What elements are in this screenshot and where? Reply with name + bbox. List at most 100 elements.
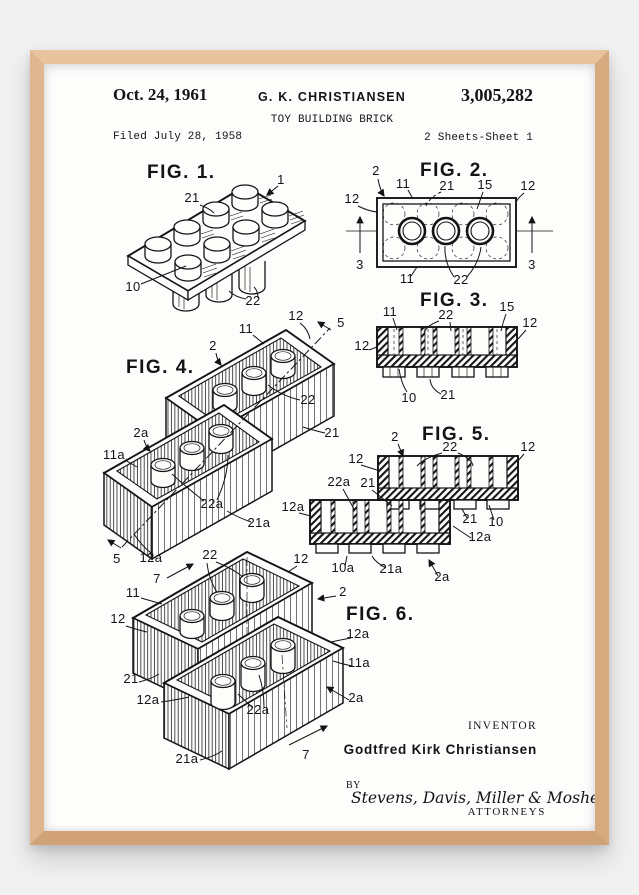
ref-12-right: 12 [520, 178, 535, 193]
fig2-hidden-studs [382, 202, 509, 260]
ref-2: 2 [339, 584, 347, 599]
ref-22: 22 [202, 547, 217, 562]
figure-5: FIG. 5. [282, 424, 536, 584]
ref-2: 2 [391, 429, 399, 444]
ref-12-top: 12 [293, 551, 308, 566]
patent-header: Oct. 24, 1961 G. K. CHRISTIANSEN 3,005,2… [113, 85, 533, 144]
figure-6: FIG. 6. [110, 547, 415, 771]
invention-title: TOY BUILDING BRICK [271, 114, 394, 126]
fig4-lower-brick [102, 403, 274, 561]
figure-1: FIG. 1. [125, 162, 307, 312]
figure-4: FIG. 4. [102, 308, 345, 566]
fig3-studs-below [382, 366, 509, 378]
figure-3: FIG. 3. [354, 290, 537, 405]
fig5-title: FIG. 5. [422, 424, 491, 445]
ref-21a: 21a [380, 561, 403, 576]
ref-21: 21 [324, 425, 339, 440]
fig5-labels: 2 22 12 12 22a 21 12a [282, 429, 536, 584]
patentee-name: G. K. CHRISTIANSEN [258, 90, 406, 104]
ref-12a-right: 12a [469, 529, 492, 544]
ref-11-top: 11 [396, 176, 410, 191]
ref-12a: 12a [140, 550, 163, 565]
ref-22a: 22a [247, 702, 270, 717]
fig2-labels: 2 11 21 15 12 12 11 22 [344, 163, 535, 287]
ref-11: 11 [383, 304, 397, 319]
by-label: BY [346, 780, 361, 791]
patent-date: Oct. 24, 1961 [113, 85, 207, 104]
attorney-signature: Stevens, Davis, Miller & Mosher [351, 789, 595, 807]
fig4-labels: 2 11 12 5 5 22 21 2a 11a [103, 308, 345, 566]
filed-date-line: Filed July 28, 1958 [113, 131, 242, 143]
ref-21a: 21a [248, 515, 271, 530]
fig6-lower-brick [161, 615, 346, 771]
ref-10a: 10a [332, 560, 355, 575]
ref-7-bottom: 7 [302, 747, 310, 762]
fig3-section-view [376, 326, 518, 378]
ref-12: 12 [288, 308, 303, 323]
fig6-lower-tubes [210, 637, 296, 711]
ref-11-bottom: 11 [400, 271, 414, 286]
ref-12a-left: 12a [137, 692, 160, 707]
ref-22: 22 [245, 293, 260, 308]
ref-11: 11 [239, 321, 253, 336]
ref-12-left: 12 [354, 338, 369, 353]
attorneys-caption: ATTORNEYS [468, 806, 546, 818]
ref-10: 10 [401, 390, 416, 405]
ref-12-left: 12 [344, 191, 359, 206]
sheet-number-line: 2 Sheets-Sheet 1 [424, 132, 533, 144]
patent-sheet-drawing: Oct. 24, 1961 G. K. CHRISTIANSEN 3,005,2… [102, 85, 595, 818]
ref-21: 21 [123, 671, 138, 686]
ref-1: 1 [277, 172, 285, 187]
fig2-tubes [397, 216, 495, 246]
patent-number: 3,005,282 [461, 85, 533, 105]
ref-22: 22 [453, 272, 468, 287]
fig6-upper-tubes [179, 572, 265, 640]
fig2-title: FIG. 2. [420, 160, 489, 181]
ref-2: 2 [372, 163, 380, 178]
ref-12-right: 12 [522, 315, 537, 330]
fig1-title: FIG. 1. [147, 162, 216, 183]
ref-2a: 2a [133, 425, 149, 440]
ref-22a: 22a [201, 496, 224, 511]
fig1-studs [144, 184, 289, 282]
ref-10: 10 [488, 514, 503, 529]
ref-15: 15 [477, 177, 492, 192]
ref-12-right: 12 [520, 439, 535, 454]
ref-2a: 2a [434, 569, 450, 584]
ref-22: 22 [442, 439, 457, 454]
ref-2a: 2a [348, 690, 364, 705]
ref-3-left: 3 [356, 257, 364, 272]
ref-11a: 11a [103, 447, 125, 462]
inventor-name: Godtfred Kirk Christiansen [344, 742, 537, 757]
fig4-title: FIG. 4. [126, 357, 195, 378]
ref-21-right: 21 [462, 511, 477, 526]
ref-22: 22 [438, 307, 453, 322]
ref-10: 10 [125, 279, 140, 294]
ref-21a: 21a [176, 751, 199, 766]
ref-12a-left: 12a [282, 499, 305, 514]
ref-11a: 11a [348, 655, 370, 670]
fig6-labels: 22 12 7 11 2 12 12a [110, 547, 370, 766]
ref-15: 15 [499, 299, 514, 314]
ref-5-top: 5 [337, 315, 345, 330]
fig1-brick-drawing [126, 184, 307, 312]
ref-12-left: 12 [110, 611, 125, 626]
fig3-title: FIG. 3. [420, 290, 489, 311]
ref-3-right: 3 [528, 257, 536, 272]
ref-12-left: 12 [348, 451, 363, 466]
ref-7-top: 7 [153, 571, 161, 586]
ref-21: 21 [439, 178, 454, 193]
ref-5-bottom: 5 [113, 551, 121, 566]
patent-poster-paper: Oct. 24, 1961 G. K. CHRISTIANSEN 3,005,2… [44, 64, 595, 831]
patent-footer: INVENTOR Godtfred Kirk Christiansen BY S… [344, 720, 595, 818]
fig6-title: FIG. 6. [346, 604, 415, 625]
ref-22: 22 [300, 392, 315, 407]
fig1-labels: 1 21 10 22 [125, 172, 284, 308]
ref-21-mid: 21 [360, 475, 375, 490]
figure-2: FIG. 2. [344, 160, 553, 287]
fig2-bottom-view [346, 197, 553, 268]
ref-11: 11 [126, 585, 140, 600]
ref-21: 21 [184, 190, 199, 205]
ref-12a-right: 12a [347, 626, 370, 641]
